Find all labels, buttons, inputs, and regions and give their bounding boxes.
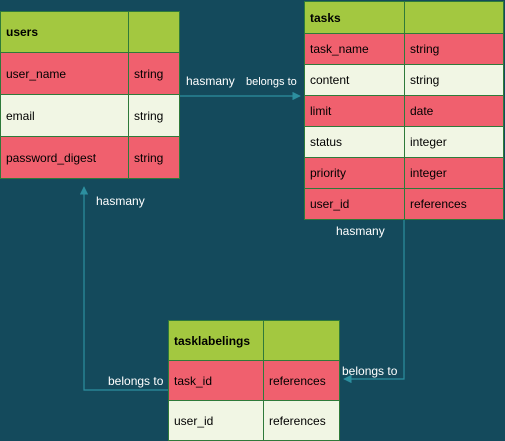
field-name: password_digest [1, 137, 129, 178]
field-type: integer [405, 127, 503, 157]
field-row-status[interactable]: status integer [305, 126, 503, 157]
field-name: content [305, 65, 405, 95]
entity-users[interactable]: users user_name string email string pass… [0, 11, 180, 179]
entity-header-type-cell [129, 12, 179, 52]
entity-header: users [1, 12, 179, 52]
relation-label-users-tasks-hasmany: hasmany [186, 74, 235, 88]
relation-label-users-tasklabelings-belongs-to: belongs to [108, 374, 164, 388]
field-name: task_name [305, 34, 405, 64]
field-type: string [405, 34, 503, 64]
field-type: string [405, 65, 503, 95]
field-row-limit[interactable]: limit date [305, 95, 503, 126]
field-name: limit [305, 96, 405, 126]
field-type: date [405, 96, 503, 126]
field-name: task_id [169, 361, 264, 400]
field-type: string [129, 95, 179, 136]
entity-title: tasklabelings [169, 321, 264, 360]
entity-title: users [1, 12, 129, 52]
field-type: integer [405, 158, 503, 188]
field-type: references [264, 401, 339, 440]
entity-header-type-cell [405, 2, 503, 33]
field-name: user_id [305, 189, 405, 219]
entity-header: tasks [305, 2, 503, 33]
field-name: status [305, 127, 405, 157]
relation-label-users-tasks-belongs-to: belongs to [246, 76, 297, 88]
field-type: string [129, 137, 179, 178]
relation-label-users-tasklabelings-hasmany: hasmany [96, 194, 145, 208]
field-row-content[interactable]: content string [305, 64, 503, 95]
relation-label-tasks-tasklabelings-hasmany: hasmany [336, 224, 385, 238]
field-type: string [129, 53, 179, 94]
field-row-task-name[interactable]: task_name string [305, 33, 503, 64]
field-name: user_id [169, 401, 264, 440]
field-name: priority [305, 158, 405, 188]
field-row-password-digest[interactable]: password_digest string [1, 136, 179, 178]
field-row-priority[interactable]: priority integer [305, 157, 503, 188]
entity-tasks[interactable]: tasks task_name string content string li… [304, 1, 504, 220]
relation-label-tasks-tasklabelings-belongs-to: belongs to [342, 364, 398, 378]
field-name: email [1, 95, 129, 136]
field-row-email[interactable]: email string [1, 94, 179, 136]
connector-tasklabelings-users [79, 186, 168, 391]
field-type: references [405, 189, 503, 219]
field-row-task-id[interactable]: task_id references [169, 360, 339, 400]
entity-header: tasklabelings [169, 321, 339, 360]
field-name: user_name [1, 53, 129, 94]
entity-header-type-cell [264, 321, 339, 360]
connector-tasks-tasklabelings [343, 220, 405, 384]
field-row-user-id[interactable]: user_id references [169, 400, 339, 440]
field-row-user-id[interactable]: user_id references [305, 188, 503, 219]
entity-title: tasks [305, 2, 405, 33]
field-type: references [264, 361, 339, 400]
field-row-user-name[interactable]: user_name string [1, 52, 179, 94]
entity-tasklabelings[interactable]: tasklabelings task_id references user_id… [168, 320, 340, 441]
